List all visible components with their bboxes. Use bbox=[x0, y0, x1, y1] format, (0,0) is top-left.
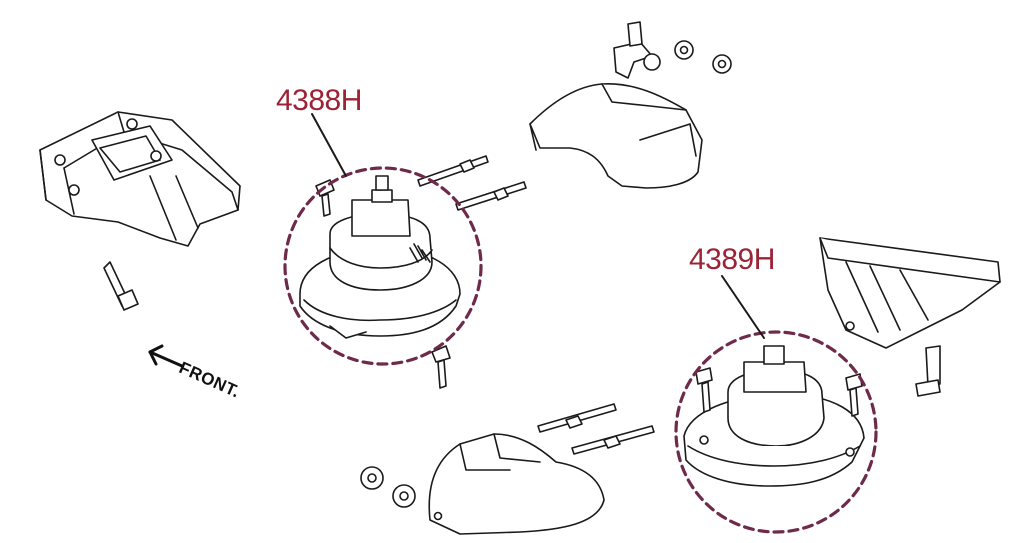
callout-circle-4389h bbox=[674, 330, 878, 534]
bolt-4389h-right bbox=[845, 373, 863, 417]
part-number-label-4389h: 4389H bbox=[689, 243, 775, 276]
bolt-left-bracket bbox=[103, 261, 139, 311]
stud-lower-1 bbox=[537, 403, 617, 433]
engine-mount-4388h bbox=[299, 175, 461, 339]
bolt-right-bracket bbox=[915, 345, 941, 397]
lower-heat-shield bbox=[428, 433, 605, 535]
callout-circle-4388h bbox=[283, 166, 483, 366]
stud-lower-2 bbox=[571, 425, 655, 455]
stud-upper-1 bbox=[417, 155, 489, 187]
engine-mount-4389h bbox=[683, 345, 865, 487]
bolt-4388h-bottom bbox=[431, 345, 451, 389]
leader-line-4388h bbox=[311, 113, 347, 177]
left-upper-bracket bbox=[39, 111, 241, 247]
right-upper-bracket bbox=[819, 237, 1001, 349]
bolt-4389h-left bbox=[695, 367, 713, 413]
nut-lower-1 bbox=[360, 466, 384, 490]
leader-line-4389h bbox=[721, 275, 765, 339]
stud-upper-2 bbox=[455, 181, 527, 211]
upper-heat-shield bbox=[529, 83, 703, 189]
part-number-label-4388h: 4388H bbox=[276, 84, 362, 117]
small-bracket-top bbox=[613, 21, 661, 79]
front-arrow-icon bbox=[148, 344, 184, 368]
nut-lower-2 bbox=[392, 484, 416, 508]
bolt-4388h-top bbox=[315, 179, 335, 217]
washer-top-1 bbox=[674, 40, 694, 60]
washer-top-2 bbox=[712, 54, 732, 74]
